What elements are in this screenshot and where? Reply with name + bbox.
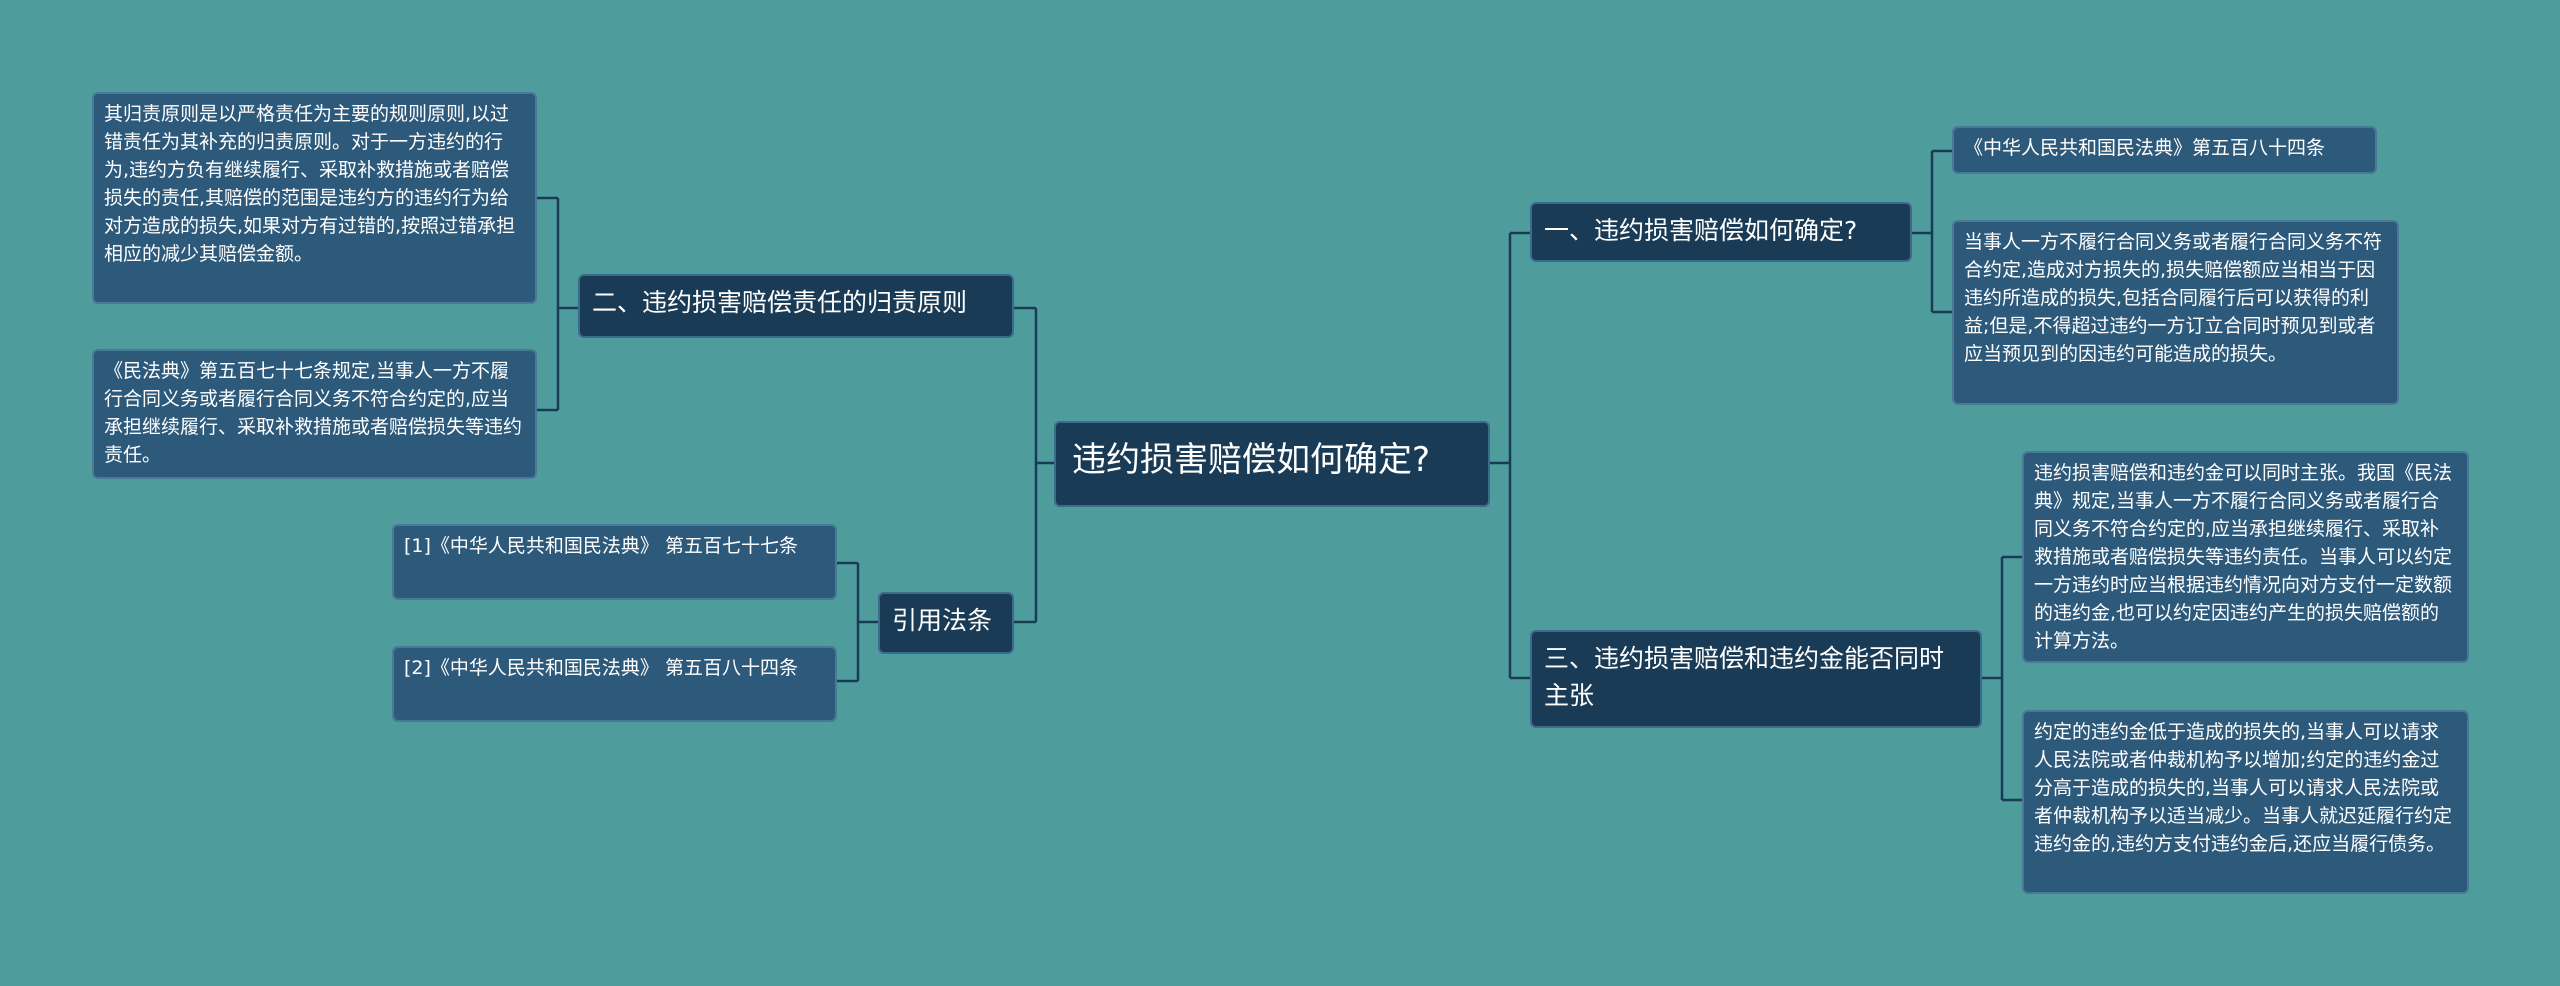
leaf-civil-code-584[interactable]: 《中华人民共和国民法典》第五百八十四条 — [1952, 126, 2377, 174]
branch-how-to-determine[interactable]: 一、违约损害赔偿如何确定? — [1530, 202, 1912, 262]
leaf-principle-explanation[interactable]: 其归责原则是以严格责任为主要的规则原则,以过错责任为其补充的归责原则。对于一方违… — [92, 92, 537, 304]
leaf-penalty-adjustment[interactable]: 约定的违约金低于造成的损失的,当事人可以请求人民法院或者仲裁机构予以增加;约定的… — [2022, 710, 2469, 894]
leaf-citation-2[interactable]: [2]《中华人民共和国民法典》 第五百八十四条 — [392, 646, 837, 722]
leaf-concurrent-claims-explanation[interactable]: 违约损害赔偿和违约金可以同时主张。我国《民法典》规定,当事人一方不履行合同义务或… — [2022, 451, 2469, 663]
branch-citations[interactable]: 引用法条 — [878, 592, 1014, 654]
connector-principle-leaves — [537, 196, 578, 412]
leaf-loss-compensation-rule[interactable]: 当事人一方不履行合同义务或者履行合同义务不符合约定,造成对方损失的,损失赔偿额应… — [1952, 220, 2399, 405]
branch-liability-principle[interactable]: 二、违约损害赔偿责任的归责原则 — [578, 274, 1014, 338]
branch-concurrent-claims[interactable]: 三、违约损害赔偿和违约金能否同时主张 — [1530, 630, 1982, 728]
connector-citations-leaves — [837, 561, 878, 683]
connector-claim-leaves — [1982, 555, 2022, 802]
leaf-civil-code-577[interactable]: 《民法典》第五百七十七条规定,当事人一方不履行合同义务或者履行合同义务不符合约定… — [92, 349, 537, 479]
connector-determine-leaves — [1912, 149, 1952, 314]
leaf-citation-1[interactable]: [1]《中华人民共和国民法典》 第五百七十七条 — [392, 524, 837, 600]
central-topic[interactable]: 违约损害赔偿如何确定? — [1054, 421, 1490, 507]
connector-root-right — [1490, 231, 1530, 680]
connector-root-left — [1004, 306, 1054, 624]
